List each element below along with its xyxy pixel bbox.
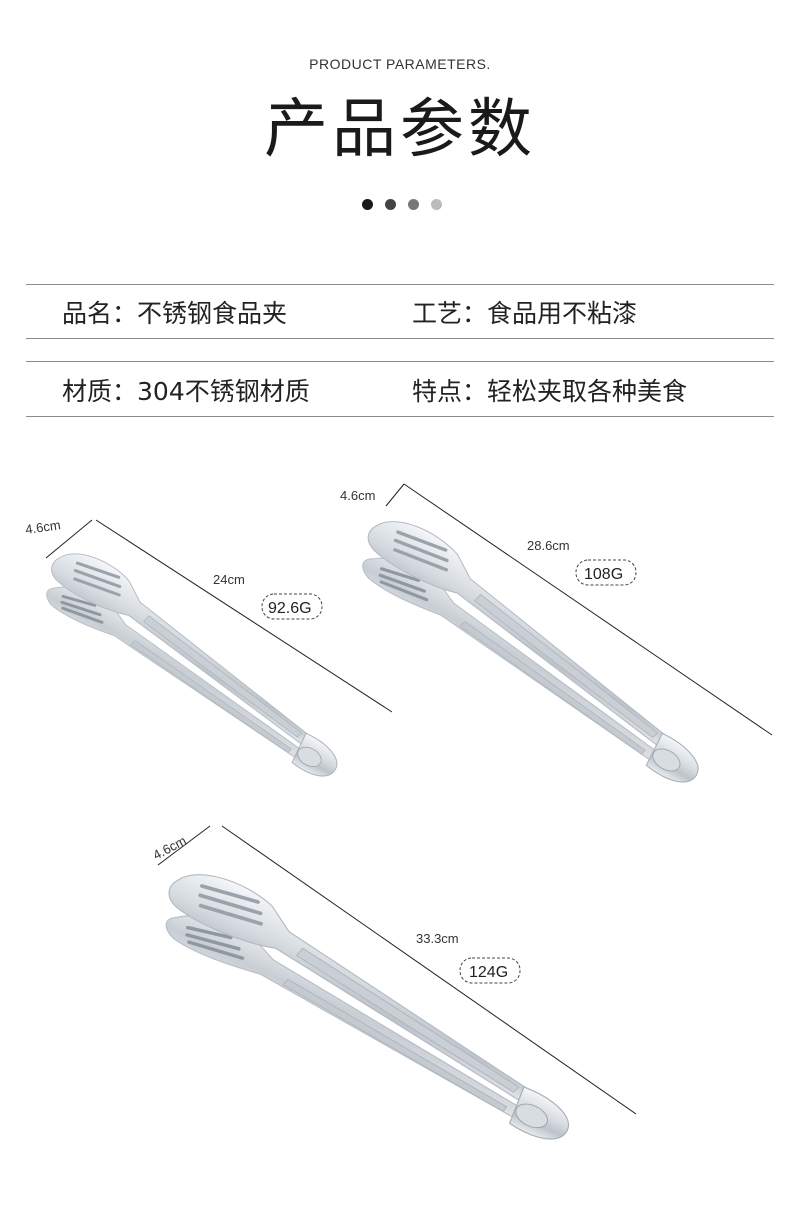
length-label: 24cm	[213, 572, 245, 587]
dot-3	[408, 199, 419, 210]
width-label: 4.6cm	[340, 488, 375, 503]
length-label: 33.3cm	[416, 931, 459, 946]
dot-1	[362, 199, 373, 210]
param-name: 品名： 不锈钢食品夹	[62, 294, 287, 330]
param-label: 品名：	[62, 299, 138, 328]
tongs-large: 4.6cm 33.3cm 124G	[138, 825, 637, 1150]
table-divider	[26, 284, 774, 285]
weight-label: 124G	[469, 964, 508, 981]
param-material: 材质： 304不锈钢材质	[62, 372, 310, 408]
param-label: 材质：	[62, 377, 138, 406]
param-value: 轻松夹取各种美食	[487, 377, 688, 406]
length-label: 28.6cm	[527, 538, 570, 553]
table-divider	[26, 416, 774, 417]
param-value: 食品用不粘漆	[487, 299, 638, 328]
weight-label: 108G	[584, 566, 623, 583]
table-divider	[26, 338, 774, 339]
tongs-small: 4.6cm 24cm 92.6G	[22, 517, 393, 785]
param-craft: 工艺： 食品用不粘漆	[412, 294, 637, 330]
width-label: 4.6cm	[150, 833, 188, 863]
param-label: 工艺：	[412, 299, 488, 328]
weight-label: 92.6G	[268, 600, 312, 617]
param-row-2: 材质： 304不锈钢材质 特点： 轻松夹取各种美食	[26, 363, 774, 417]
param-value: 不锈钢食品夹	[137, 299, 288, 328]
tongs-medium: 4.6cm 28.6cm 108G	[335, 483, 773, 793]
page-title: 产品参数	[264, 93, 536, 167]
decorative-dots	[362, 199, 442, 210]
dot-4	[431, 199, 442, 210]
param-row-1: 品名： 不锈钢食品夹 工艺： 食品用不粘漆	[26, 285, 774, 339]
param-label: 特点：	[412, 377, 488, 406]
param-feature: 特点： 轻松夹取各种美食	[412, 372, 687, 408]
param-value: 304不锈钢材质	[137, 377, 310, 406]
table-divider	[26, 361, 774, 362]
page-subtitle: PRODUCT PARAMETERS.	[309, 56, 491, 72]
width-label: 4.6cm	[24, 517, 61, 537]
dot-2	[385, 199, 396, 210]
